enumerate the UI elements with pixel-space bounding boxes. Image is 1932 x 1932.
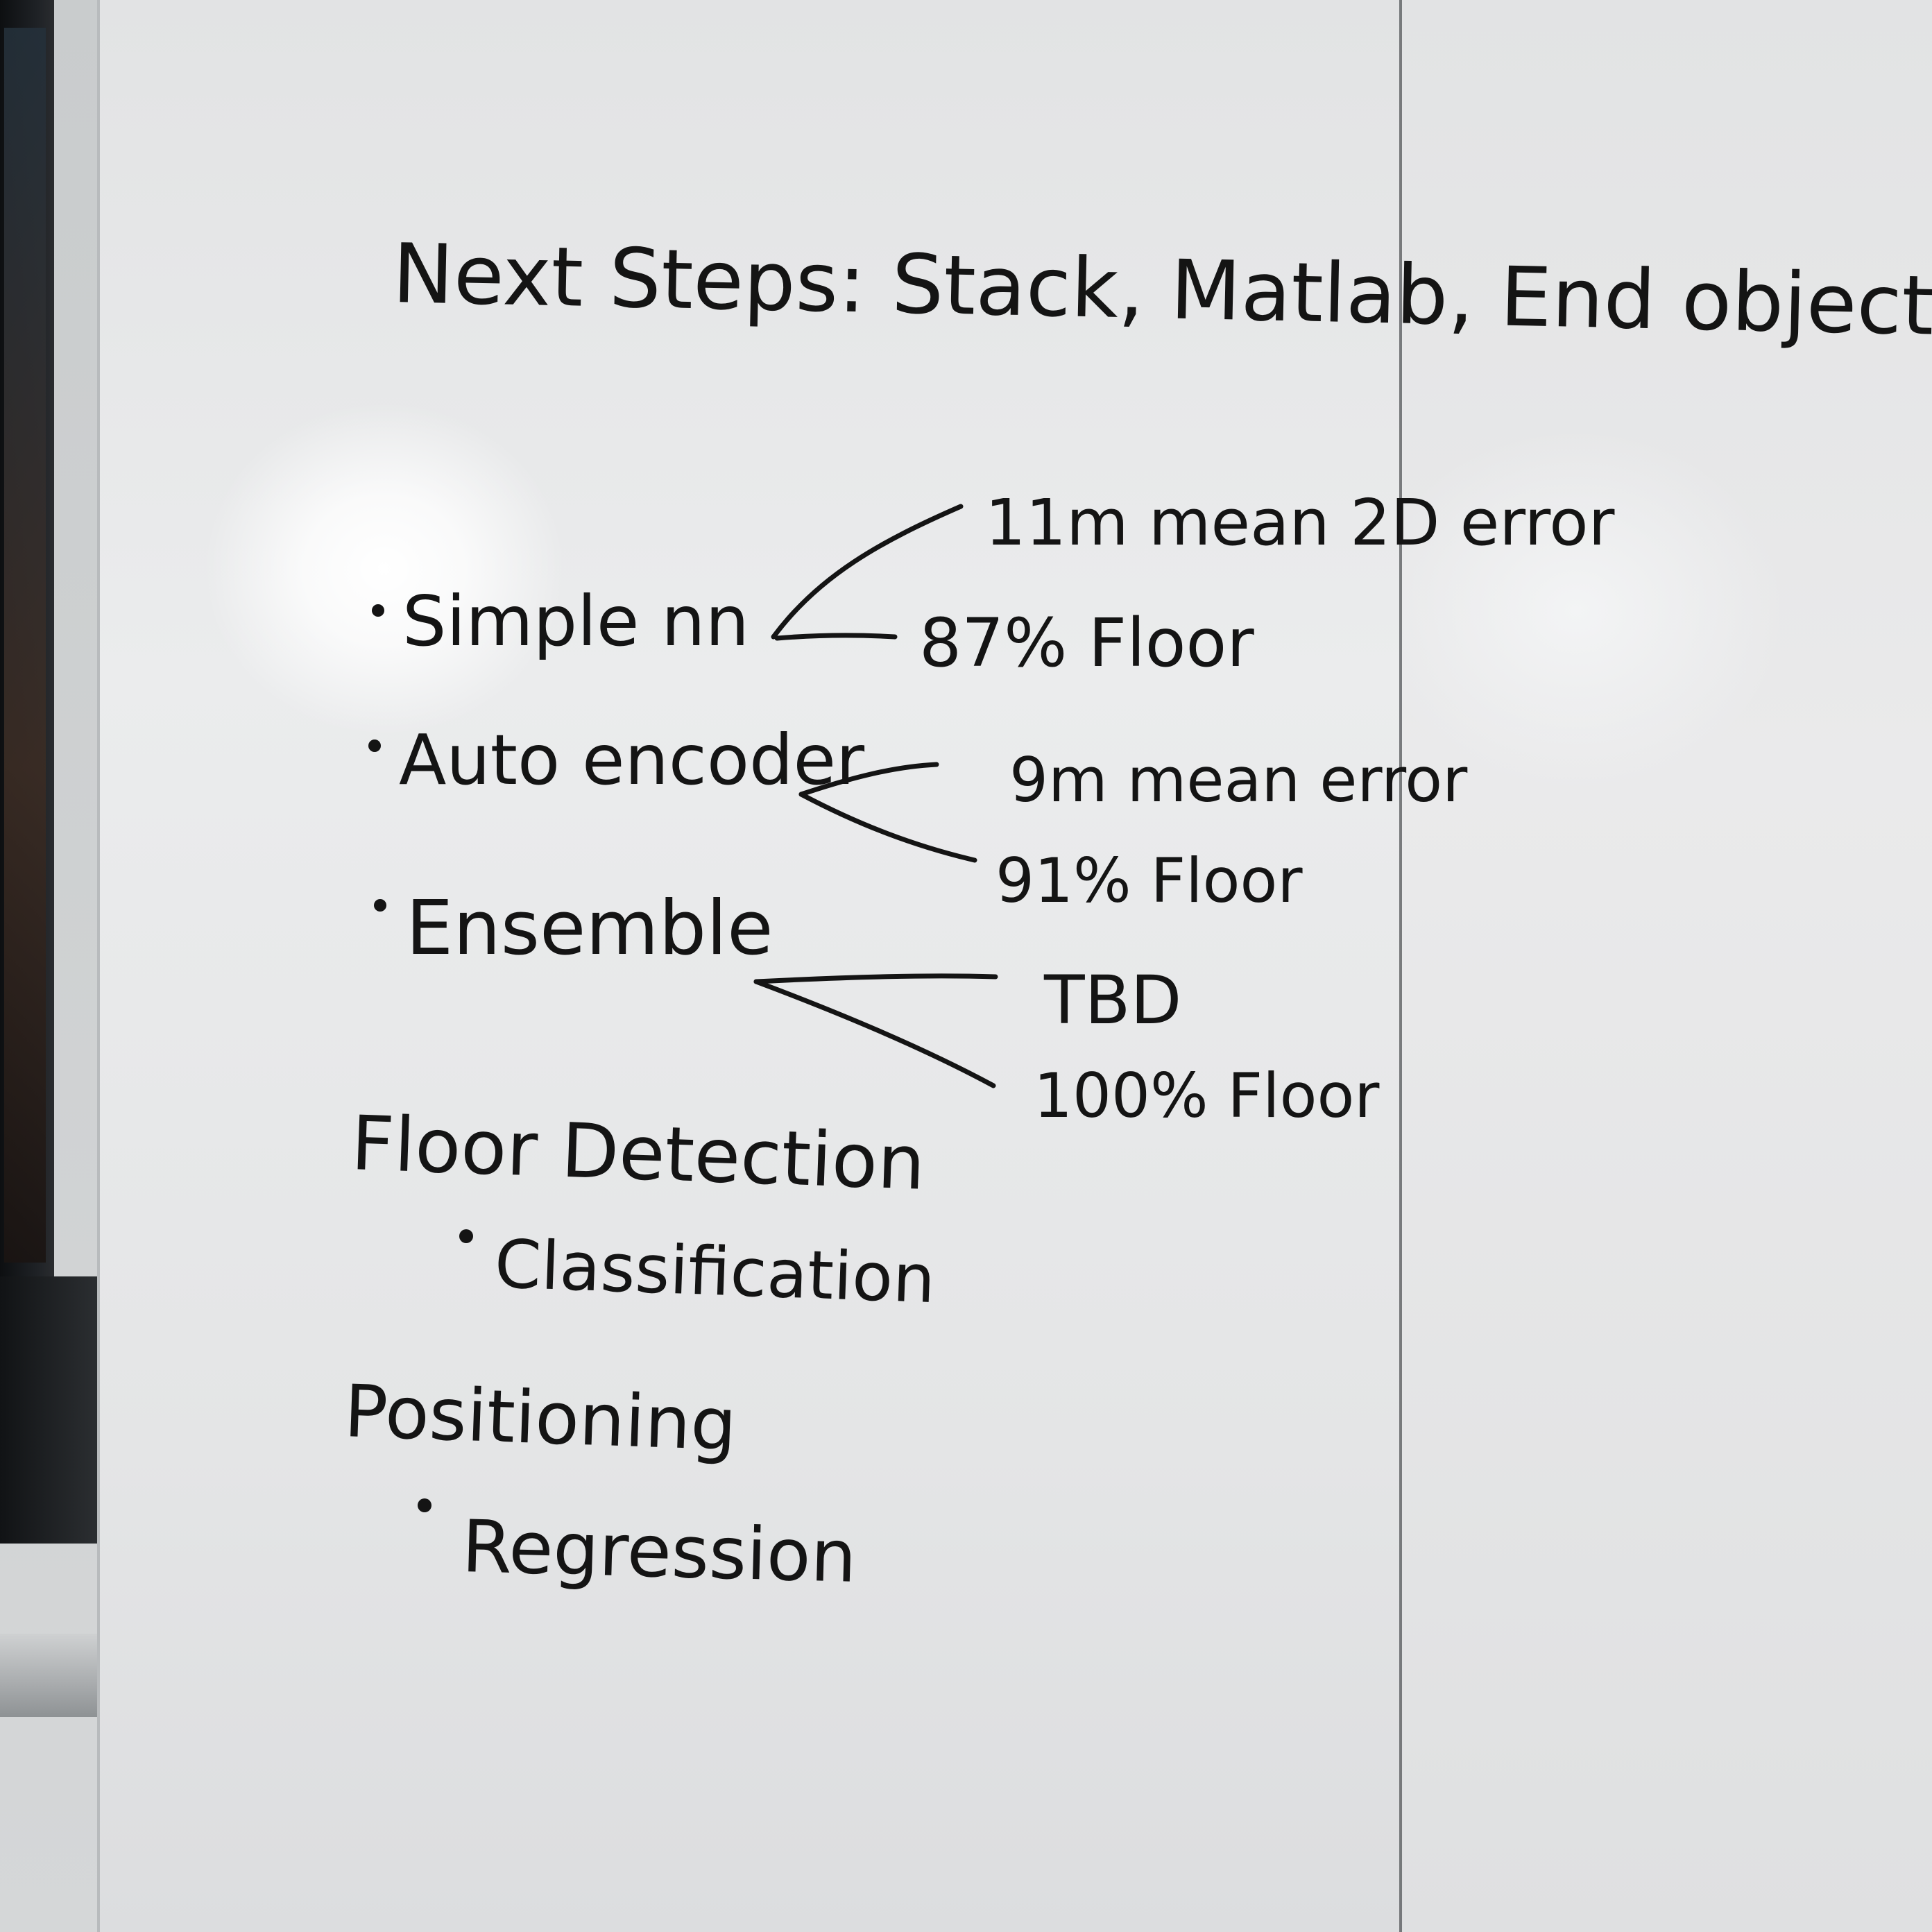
whiteboard-seam — [1399, 0, 1402, 1932]
board-title: Next Steps: Stack, Matlab, End objective… — [391, 225, 1932, 358]
bullet-dot — [374, 899, 386, 912]
model-name: Auto encoder — [399, 719, 865, 801]
connector-line — [798, 792, 977, 863]
section-heading: Positioning — [343, 1369, 738, 1467]
monitor-stand — [0, 1276, 97, 1544]
section-item: Regression — [461, 1504, 857, 1599]
model-result: 87% Floor — [919, 604, 1254, 682]
bullet-dot — [368, 740, 381, 752]
model-result: TBD — [1043, 961, 1181, 1039]
model-result: 100% Floor — [1034, 1060, 1380, 1131]
model-name: Ensemble — [406, 885, 773, 972]
monitor-screen — [4, 28, 46, 1263]
connector-line — [774, 633, 898, 641]
monitor-edge — [0, 0, 54, 1304]
section-item: Classification — [493, 1225, 937, 1318]
whiteboard-right-panel — [1403, 0, 1932, 1932]
model-result: 11m mean 2D error — [985, 486, 1615, 560]
bullet-dot — [418, 1498, 431, 1512]
connector-line — [798, 762, 939, 797]
model-result: 9m mean error — [1009, 744, 1468, 816]
whiteboard-left-panel — [97, 0, 1404, 1932]
connector-line — [771, 504, 964, 640]
bullet-dot — [372, 604, 384, 617]
connector-line — [753, 973, 998, 984]
model-name: Simple nn — [402, 581, 749, 662]
bullet-dot — [459, 1229, 473, 1243]
section-heading: Floor Detection — [350, 1100, 927, 1207]
connector-line — [753, 979, 996, 1088]
model-result: 91% Floor — [995, 845, 1303, 916]
